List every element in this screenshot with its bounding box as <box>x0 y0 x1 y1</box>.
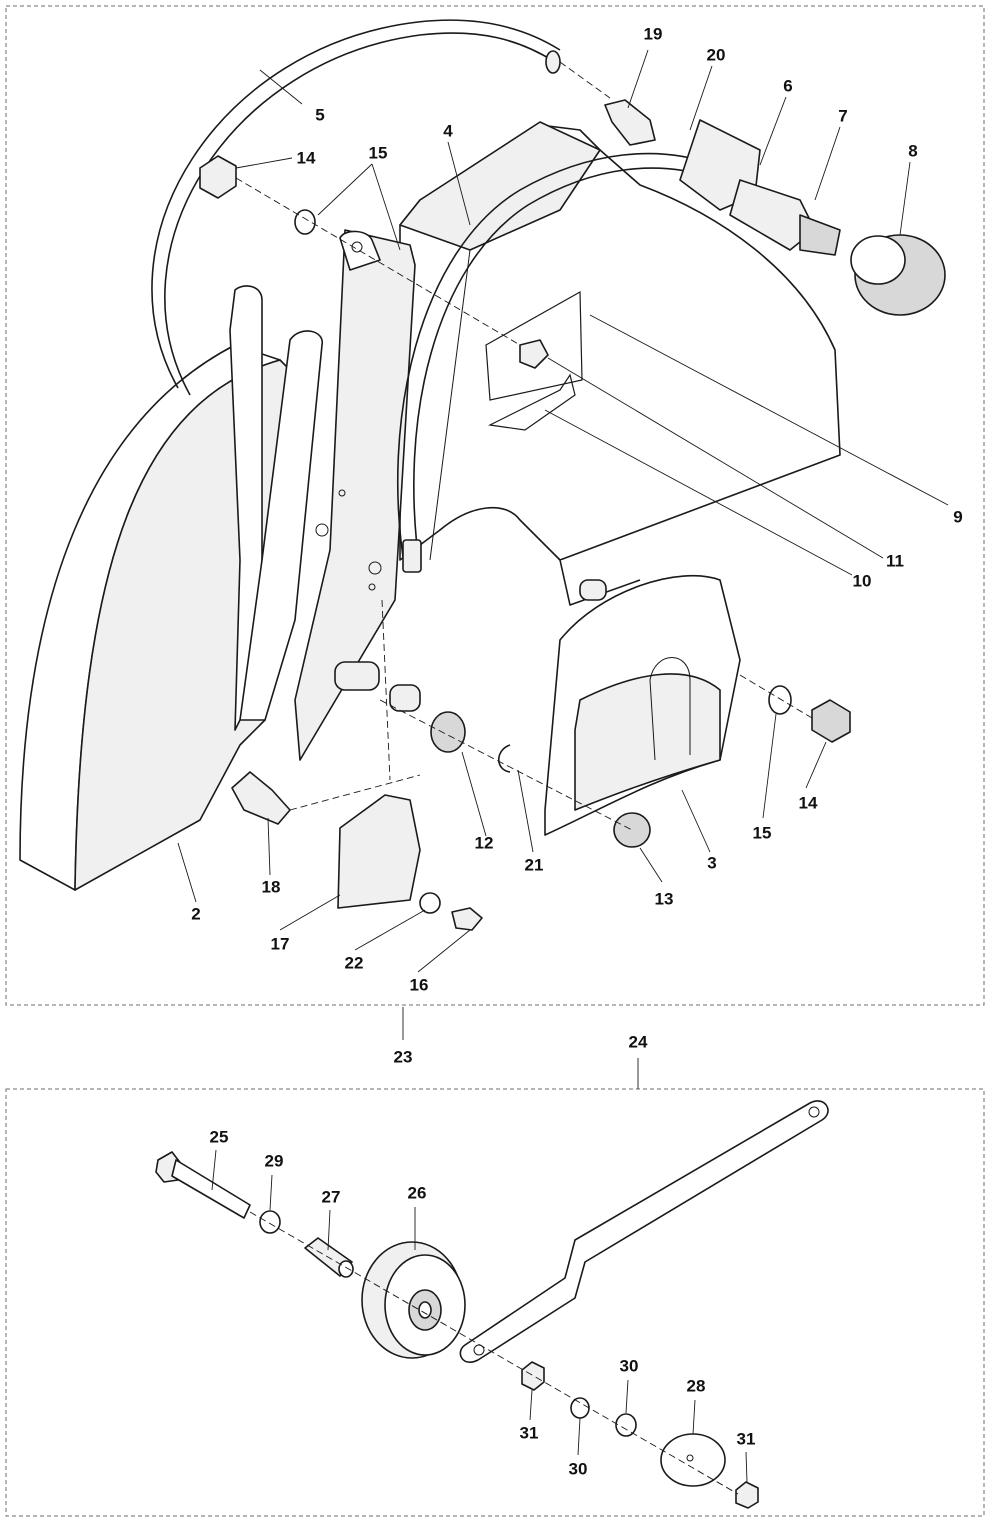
washer-29 <box>259 1210 281 1234</box>
inner-cover-3-slot <box>649 657 691 761</box>
water-hose-5-inner <box>151 19 561 389</box>
disc-28-hole <box>686 1454 694 1462</box>
callout-2: 2 <box>191 905 200 924</box>
callout-18: 18 <box>262 878 281 897</box>
callout-4: 4 <box>443 122 453 141</box>
feed-hose-inner <box>413 167 714 571</box>
nut-31-a <box>521 1361 545 1391</box>
callout-3: 3 <box>707 854 716 873</box>
bracket-hole-top <box>351 241 363 253</box>
callout-10: 10 <box>853 572 872 591</box>
callout-31-b: 31 <box>737 1430 756 1449</box>
callout-20: 20 <box>707 46 726 65</box>
valve-axis <box>559 61 611 99</box>
coupling-8-face <box>850 235 906 285</box>
quick-coupling <box>799 214 841 256</box>
screw-16 <box>451 907 483 931</box>
bracket-hole-a <box>338 489 346 497</box>
bracket-hole-lower <box>368 561 382 575</box>
callout-5: 5 <box>315 106 324 125</box>
lower-axis <box>249 1211 739 1495</box>
upper-leaders <box>177 49 949 973</box>
callout-30-b: 30 <box>620 1357 639 1376</box>
callout-19: 19 <box>644 25 663 44</box>
nipple-19 <box>604 99 656 146</box>
lower-leaders <box>211 1149 748 1483</box>
guard-crease <box>429 249 471 561</box>
callout-11: 11 <box>886 552 904 571</box>
callout-24: 24 <box>629 1033 648 1052</box>
callout-28: 28 <box>687 1377 706 1396</box>
callout-23: 23 <box>394 1048 413 1067</box>
feed-hose <box>396 152 716 571</box>
callout-8: 8 <box>908 142 917 161</box>
callout-25: 25 <box>210 1128 229 1147</box>
callout-14-right: 14 <box>799 794 818 813</box>
callout-13: 13 <box>655 890 674 909</box>
bracket-17 <box>337 794 421 909</box>
callout-6: 6 <box>783 77 792 96</box>
arm-24-hole-end <box>808 1106 820 1118</box>
hose-5-end <box>545 50 561 74</box>
callout-26: 26 <box>408 1184 427 1203</box>
warning-label <box>485 290 583 401</box>
washer-30-a <box>570 1397 590 1419</box>
bolt-11 <box>519 339 549 369</box>
bracket-hole-b <box>368 583 376 591</box>
callout-30-a: 30 <box>569 1460 588 1479</box>
callout-15-right: 15 <box>753 824 772 843</box>
nut-31-b <box>735 1481 759 1509</box>
nut-12 <box>430 711 466 753</box>
disc-28 <box>660 1433 726 1487</box>
callout-29: 29 <box>265 1152 284 1171</box>
water-hose-5 <box>164 32 556 396</box>
callout-14-top: 14 <box>297 149 316 168</box>
callout-31-a: 31 <box>520 1424 539 1443</box>
arm-24 <box>459 1100 829 1363</box>
nut-14-top <box>199 155 237 199</box>
washer-30-b <box>615 1413 637 1437</box>
callout-16: 16 <box>410 976 429 995</box>
fitting-18 <box>231 771 291 825</box>
bolt-25-shank <box>171 1159 251 1219</box>
callout-7: 7 <box>838 107 847 126</box>
callout-15-top: 15 <box>369 144 388 163</box>
callout-22: 22 <box>345 954 364 973</box>
callout-9: 9 <box>953 508 962 527</box>
lower-assembly-box <box>5 1088 985 1517</box>
callout-17: 17 <box>271 935 290 954</box>
axis-center <box>379 699 633 831</box>
axis-vertical <box>381 599 391 781</box>
nut-14-right <box>811 699 851 743</box>
callout-21: 21 <box>525 856 544 875</box>
bracket-hole-mid <box>315 523 329 537</box>
upper-assembly-box <box>5 5 985 1006</box>
warning-arrow <box>488 373 576 431</box>
spacer-b <box>389 684 421 712</box>
wheel-26-bore <box>418 1301 432 1319</box>
callout-12: 12 <box>475 834 494 853</box>
axis-18-17 <box>289 774 421 811</box>
washer-22 <box>419 892 441 914</box>
washer-15-right <box>768 685 792 715</box>
bracket-arm-left <box>239 330 323 721</box>
spacer-27-end <box>338 1260 354 1278</box>
washer-15-top <box>294 209 316 235</box>
hose-clip <box>402 539 422 573</box>
clip-21 <box>497 744 511 773</box>
arm-24-hole-pivot <box>473 1344 485 1356</box>
axis-right <box>739 674 813 719</box>
callout-27: 27 <box>322 1188 341 1207</box>
spacer-a <box>334 661 380 691</box>
spacer-pin <box>579 579 607 601</box>
inner-cover-3-shade <box>574 673 721 811</box>
nut-13 <box>613 812 651 848</box>
